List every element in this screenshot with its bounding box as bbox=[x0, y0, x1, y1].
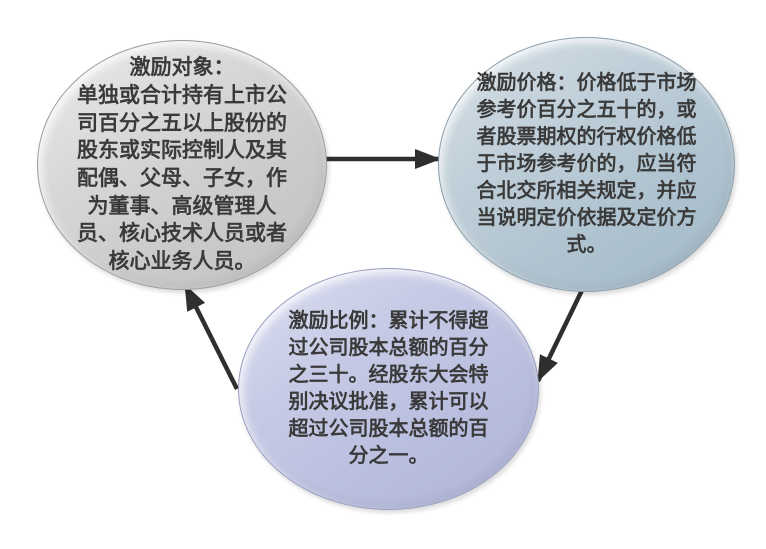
node-incentive-target-body: 单独或合计持有上市公司百分之五以上股份的股东或实际控制人及其配偶、父母、子女，作… bbox=[77, 83, 287, 274]
node-incentive-price: 激励价格：价格低于市场参考价百分之五十的，或者股票期权的行权价格低于市场参考价的… bbox=[438, 37, 735, 292]
arrow-ratio-to-target-icon bbox=[182, 283, 240, 391]
node-incentive-price-text: 激励价格：价格低于市场参考价百分之五十的，或者股票期权的行权价格低于市场参考价的… bbox=[476, 72, 697, 256]
node-incentive-ratio-text: 激励比例：累计不得超过公司股本总额的百分之三十。经股东大会特别决议批准，累计可以… bbox=[288, 310, 489, 467]
node-incentive-target-title: 激励对象： bbox=[129, 56, 235, 80]
node-incentive-ratio: 激励比例：累计不得超过公司股本总额的百分之三十。经股东大会特别决议批准，累计可以… bbox=[238, 268, 539, 510]
node-incentive-target: 激励对象： 单独或合计持有上市公司百分之五以上股份的股东或实际控制人及其配偶、父… bbox=[37, 40, 327, 290]
node-incentive-target-text: 激励对象： 单独或合计持有上市公司百分之五以上股份的股东或实际控制人及其配偶、父… bbox=[72, 54, 292, 276]
arrow-price-to-ratio-icon bbox=[535, 281, 589, 382]
